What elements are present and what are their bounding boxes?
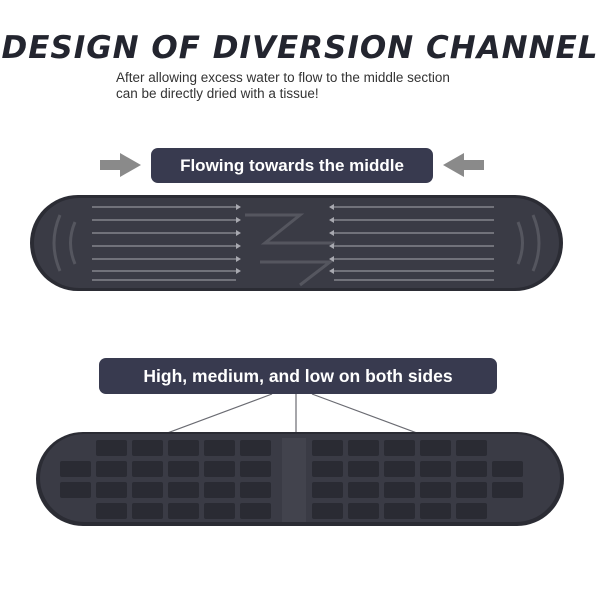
grid-cell	[384, 482, 415, 498]
grid-cell	[96, 461, 127, 477]
grid-cell	[204, 440, 235, 456]
top-mat	[30, 195, 563, 291]
grid-cell	[348, 461, 379, 477]
grid-cell	[168, 440, 199, 456]
grid-cell	[204, 503, 235, 519]
grid-cell	[168, 503, 199, 519]
grid-cell	[384, 440, 415, 456]
grid-cell	[132, 503, 163, 519]
grid-cell	[240, 482, 271, 498]
arrow-left-icon	[443, 153, 484, 177]
grid-cell	[204, 461, 235, 477]
grid-cell	[60, 482, 91, 498]
bottom-mat	[36, 432, 564, 526]
grid-cell	[168, 482, 199, 498]
grid-cell	[420, 440, 451, 456]
grid-cell	[348, 482, 379, 498]
grid-cell	[60, 461, 91, 477]
diversion-channels	[92, 206, 494, 281]
grid-cell	[312, 482, 343, 498]
subtitle: After allowing excess water to flow to t…	[116, 70, 536, 102]
arrow-right-icon	[100, 153, 141, 177]
grid-cell	[96, 482, 127, 498]
subtitle-line-1: After allowing excess water to flow to t…	[116, 70, 450, 85]
grid-cell	[492, 482, 523, 498]
grid-cell	[348, 440, 379, 456]
grid-cell	[492, 461, 523, 477]
grid-cell	[132, 461, 163, 477]
grid-cell	[420, 503, 451, 519]
grid-cell	[312, 461, 343, 477]
grid-cell	[456, 503, 487, 519]
grid-cell	[96, 440, 127, 456]
page-title: DESIGN OF DIVERSION CHANNEL	[1, 30, 599, 66]
grid-cell	[420, 461, 451, 477]
grid-cell	[456, 461, 487, 477]
grid-cells	[60, 440, 523, 519]
grid-cell	[240, 503, 271, 519]
grid-cell	[240, 461, 271, 477]
grid-cell	[168, 461, 199, 477]
grid-cell	[312, 440, 343, 456]
grid-cell	[240, 440, 271, 456]
grid-cell	[456, 440, 487, 456]
grid-cell	[420, 482, 451, 498]
subtitle-line-2: can be directly dried with a tissue!	[116, 86, 319, 101]
grid-cell	[204, 482, 235, 498]
grid-cell	[132, 440, 163, 456]
grid-cell	[384, 503, 415, 519]
grid-cell	[312, 503, 343, 519]
grid-cell	[456, 482, 487, 498]
sides-label: High, medium, and low on both sides	[99, 358, 497, 394]
grid-cell	[348, 503, 379, 519]
grid-cell	[132, 482, 163, 498]
grid-cell	[384, 461, 415, 477]
flow-label: Flowing towards the middle	[151, 148, 433, 183]
grid-cell	[96, 503, 127, 519]
